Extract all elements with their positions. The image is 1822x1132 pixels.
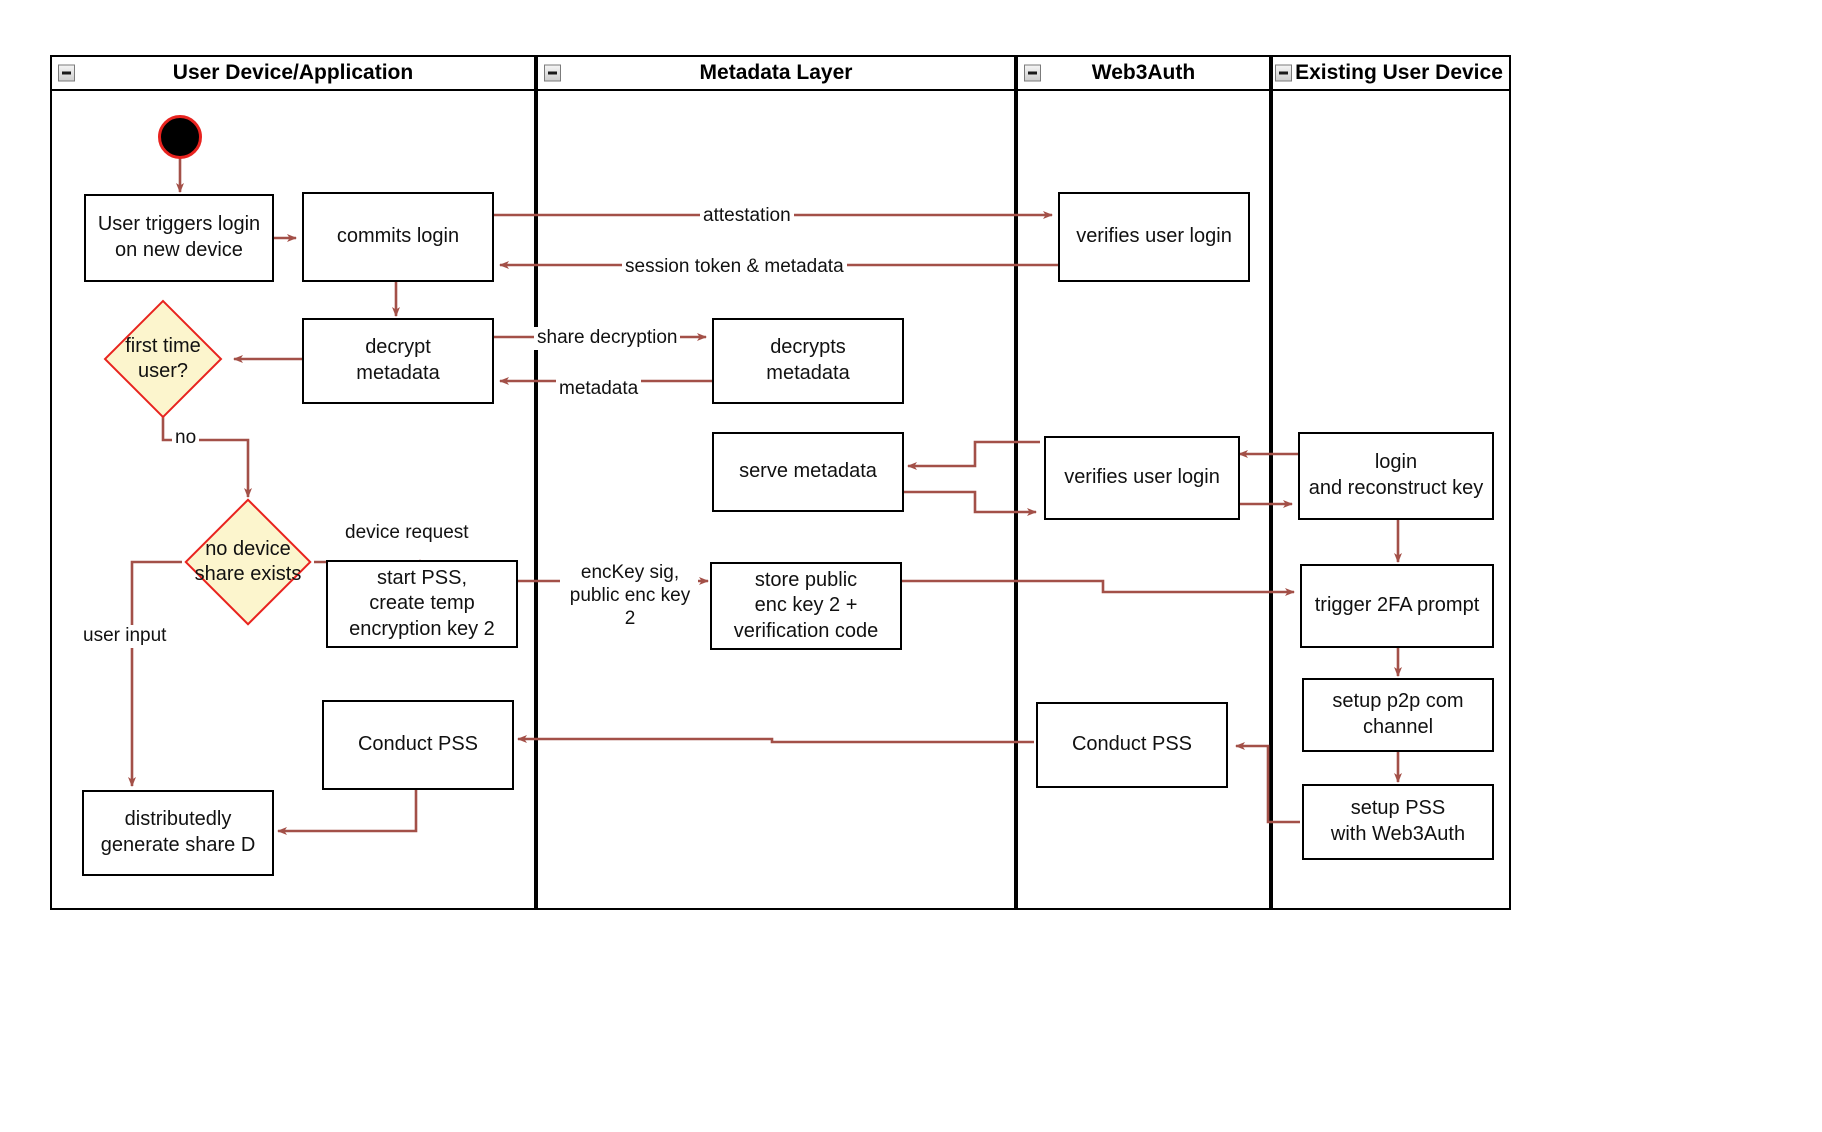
node-label: store public enc key 2 + verification co… [733, 568, 879, 642]
node-trigger-2fa-prompt[interactable]: trigger 2FA prompt [1300, 564, 1494, 648]
node-label: trigger 2FA prompt [1314, 594, 1480, 617]
collapse-minus-icon[interactable] [58, 64, 75, 82]
node-login-and-reconstruct-key[interactable]: login and reconstruct key [1298, 432, 1494, 520]
node-label: User triggers login on new device [97, 213, 261, 261]
node-user-triggers-login[interactable]: User triggers login on new device [84, 194, 274, 282]
node-label: serve metadata [739, 460, 877, 483]
start-node [158, 115, 202, 159]
node-start-pss[interactable]: start PSS, create temp encryption key 2 [326, 560, 518, 648]
node-verifies-user-login-2[interactable]: verifies user login [1044, 436, 1240, 520]
edge-label-no: no [172, 427, 200, 450]
swimlane-header-user-device[interactable]: User Device/Application [50, 55, 536, 91]
edge-label-enckey-sig: encKey sig, public enc key 2 [562, 562, 698, 631]
node-setup-pss-with-web3auth[interactable]: setup PSS with Web3Auth [1302, 784, 1494, 860]
collapse-minus-icon[interactable] [544, 64, 561, 82]
node-label: decrypts metadata [766, 336, 850, 384]
node-label: decrypt metadata [356, 336, 440, 384]
node-serve-metadata[interactable]: serve metadata [712, 432, 904, 512]
swimlane-header-existing-user-device[interactable]: Existing User Device [1271, 55, 1511, 91]
edge-label-session-token-metadata: session token & metadata [622, 256, 847, 279]
decision-first-time-user-label: first time user? [125, 335, 201, 382]
node-setup-p2p-com-channel[interactable]: setup p2p com channel [1302, 678, 1494, 752]
edge-label-metadata: metadata [556, 378, 642, 401]
node-label: setup p2p com channel [1332, 690, 1464, 738]
swimlane-title-web3auth: Web3Auth [1091, 61, 1196, 84]
node-commits-login[interactable]: commits login [302, 192, 494, 282]
node-conduct-pss-web3auth[interactable]: Conduct PSS [1036, 702, 1228, 788]
node-label: Conduct PSS [1071, 733, 1193, 756]
node-label: commits login [336, 225, 460, 248]
swimlane-title-user-device: User Device/Application [172, 61, 414, 84]
node-label: verifies user login [1076, 225, 1232, 248]
swimlane-title-existing-user-device: Existing User Device [1295, 61, 1503, 84]
edge-label-user-input: user input [80, 625, 170, 648]
decision-no-device-share-label: no device share exists [194, 538, 302, 585]
edge-label-attestation: attestation [700, 205, 794, 228]
node-distributedly-generate-share-d[interactable]: distributedly generate share D [82, 790, 274, 876]
swimlane-header-web3auth[interactable]: Web3Auth [1016, 55, 1271, 91]
edge-label-share-decryption: share decryption [534, 327, 681, 350]
node-decrypt-metadata[interactable]: decrypt metadata [302, 318, 494, 404]
node-label: login and reconstruct key [1308, 451, 1484, 499]
edge-label-device-request: device request [342, 522, 472, 545]
collapse-minus-icon[interactable] [1275, 64, 1292, 82]
node-label: setup PSS with Web3Auth [1330, 797, 1466, 845]
node-label: distributedly generate share D [100, 808, 256, 856]
collapse-minus-icon[interactable] [1024, 64, 1041, 82]
swimlane-header-metadata-layer[interactable]: Metadata Layer [536, 55, 1016, 91]
node-conduct-pss-user-device[interactable]: Conduct PSS [322, 700, 514, 790]
node-label: Conduct PSS [357, 733, 479, 756]
node-label: start PSS, create temp encryption key 2 [349, 566, 495, 640]
node-decrypts-metadata[interactable]: decrypts metadata [712, 318, 904, 404]
node-store-public-enc-key[interactable]: store public enc key 2 + verification co… [710, 562, 902, 650]
node-verifies-user-login-1[interactable]: verifies user login [1058, 192, 1250, 282]
swimlane-title-metadata-layer: Metadata Layer [699, 61, 853, 84]
node-label: verifies user login [1064, 466, 1220, 489]
